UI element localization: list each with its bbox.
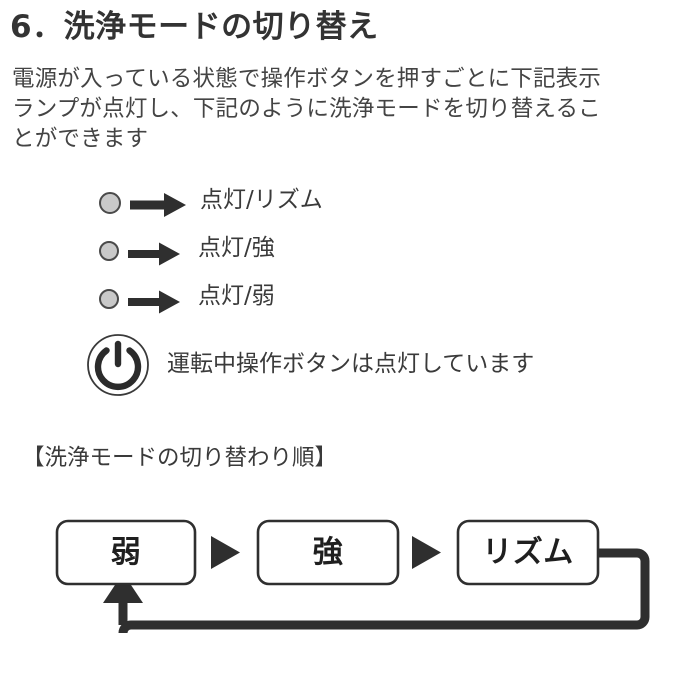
mode-box-strong: [256, 519, 400, 586]
mode-box-label-weak: 弱: [110, 535, 142, 570]
loop-back-arrow-icon: [103, 548, 650, 634]
power-icon: [86, 333, 150, 401]
right-arrow-icon: [128, 242, 180, 270]
lamp-circle-icon: [99, 241, 119, 261]
intro-line-3: とができます: [12, 126, 149, 152]
lamp-row-weak: 点灯/弱: [0, 282, 700, 330]
lamp-indicator-list: 点灯/リズム 点灯/強 点灯/弱: [0, 186, 700, 330]
lamp-label-strong: 点灯/強: [198, 235, 275, 261]
lamp-row-strong: 点灯/強: [0, 234, 700, 282]
triangle-right-icon: [211, 536, 240, 569]
mode-box-rhythm: [456, 519, 600, 586]
lamp-circle-icon: [99, 192, 121, 214]
triangle-right-icon: [412, 536, 441, 569]
mode-box-label-rhythm: リズム: [482, 535, 574, 570]
lamp-label-weak: 点灯/弱: [198, 283, 275, 309]
mode-flow-diagram: 弱 強 リズム: [0, 505, 700, 665]
power-note-text: 運転中操作ボタンは点灯しています: [167, 351, 535, 377]
mode-box-label-strong: 強: [312, 535, 344, 570]
intro-line-1: 電源が入っている状態で操作ボタンを押すごとに下記表示: [12, 66, 602, 92]
lamp-row-rhythm: 点灯/リズム: [0, 186, 700, 234]
page-title: 6．洗浄モードの切り替え: [10, 9, 379, 45]
intro-line-2: ランプが点灯し、下記のように洗浄モードを切り替えるこ: [12, 96, 601, 122]
right-arrow-icon: [130, 192, 186, 222]
intro-paragraph: 電源が入っている状態で操作ボタンを押すごとに下記表示 ランプが点灯し、下記のよう…: [12, 64, 688, 154]
lamp-circle-icon: [99, 289, 119, 309]
lamp-label-rhythm: 点灯/リズム: [200, 187, 323, 213]
right-arrow-icon: [128, 290, 180, 318]
power-button-note: 運転中操作ボタンは点灯しています: [0, 333, 700, 397]
flow-section-caption: 【洗浄モードの切り替わり順】: [22, 445, 338, 471]
mode-box-weak: [55, 519, 197, 586]
